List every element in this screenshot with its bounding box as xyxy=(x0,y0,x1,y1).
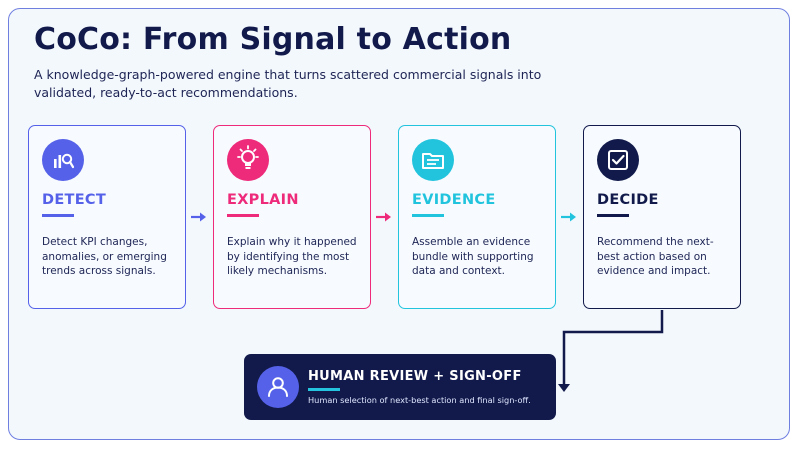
folder-icon xyxy=(412,139,454,181)
step-card-evidence: EVIDENCE Assemble an evidence bundle wit… xyxy=(398,125,556,309)
step-heading: EVIDENCE xyxy=(412,192,496,208)
arrow-right-icon xyxy=(561,212,576,222)
step-heading: DECIDE xyxy=(597,192,659,208)
step-card-detect: DETECT Detect KPI changes, anomalies, or… xyxy=(28,125,186,309)
step-description: Recommend the next-best action based on … xyxy=(597,236,714,277)
step-description: Detect KPI changes, anomalies, or emergi… xyxy=(42,236,167,277)
step-underline xyxy=(412,214,444,217)
step-card-decide: DECIDE Recommend the next-best action ba… xyxy=(583,125,741,309)
page-subtitle: A knowledge-graph-powered engine that tu… xyxy=(34,67,542,100)
review-description: Human selection of next-best action and … xyxy=(308,395,531,405)
arrow-right-icon xyxy=(191,212,206,222)
step-underline xyxy=(597,214,629,217)
review-underline xyxy=(308,388,340,391)
person-icon xyxy=(257,366,299,408)
step-underline xyxy=(42,214,74,217)
review-title: HUMAN REVIEW + SIGN-OFF xyxy=(308,369,522,384)
step-heading: DETECT xyxy=(42,192,107,208)
step-underline xyxy=(227,214,259,217)
page-title: CoCo: From Signal to Action xyxy=(34,22,512,57)
lightbulb-icon xyxy=(227,139,269,181)
chart-search-icon xyxy=(42,139,84,181)
human-review-box: HUMAN REVIEW + SIGN-OFF Human selection … xyxy=(244,354,556,420)
step-card-explain: EXPLAIN Explain why it happened by ident… xyxy=(213,125,371,309)
checkbox-icon xyxy=(597,139,639,181)
step-description: Assemble an evidence bundle with support… xyxy=(412,236,534,277)
step-heading: EXPLAIN xyxy=(227,192,299,208)
arrow-right-icon xyxy=(376,212,391,222)
step-description: Explain why it happened by identifying t… xyxy=(227,236,357,277)
